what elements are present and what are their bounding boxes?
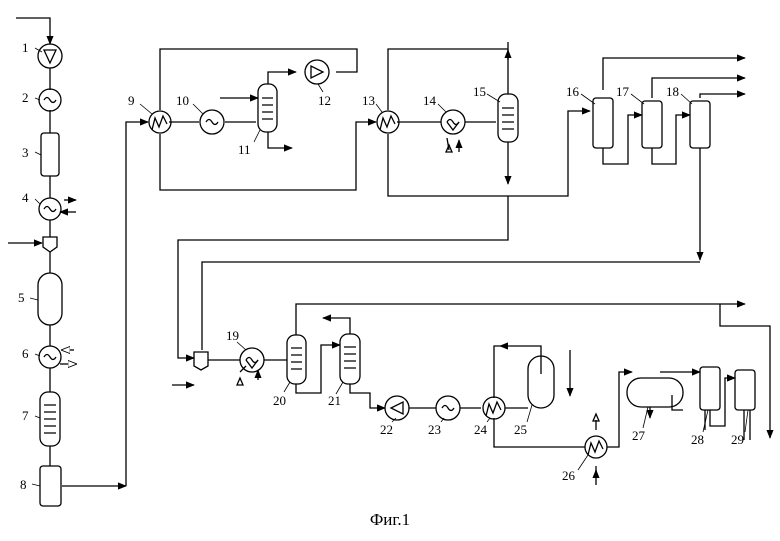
label-19: 19 bbox=[226, 328, 239, 343]
column-15 bbox=[498, 94, 518, 142]
heater-2 bbox=[39, 89, 61, 111]
vessel-5 bbox=[38, 273, 62, 325]
lower-lines bbox=[172, 304, 770, 485]
heater-10 bbox=[200, 110, 224, 134]
column-28 bbox=[700, 367, 720, 410]
mixer bbox=[43, 237, 57, 252]
label-leaders bbox=[30, 48, 748, 486]
label-10: 10 bbox=[176, 93, 189, 108]
label-4: 4 bbox=[22, 190, 29, 205]
reactor-3 bbox=[41, 133, 59, 176]
label-20: 20 bbox=[273, 393, 286, 408]
column-7 bbox=[40, 392, 60, 446]
columns-16-18-lines bbox=[178, 58, 745, 358]
label-16: 16 bbox=[566, 84, 580, 99]
heat-exchanger-4 bbox=[39, 198, 61, 220]
label-3: 3 bbox=[22, 145, 29, 160]
cooler-19 bbox=[240, 348, 264, 372]
label-1: 1 bbox=[22, 40, 29, 55]
column-17 bbox=[642, 101, 662, 148]
column-20 bbox=[287, 335, 306, 384]
heat-exchanger-6 bbox=[39, 346, 61, 368]
column-21 bbox=[340, 334, 360, 384]
heat-exchanger-9 bbox=[149, 111, 171, 133]
column-11 bbox=[258, 84, 277, 132]
pump-1 bbox=[38, 44, 62, 68]
heat-exchanger-13 bbox=[377, 111, 399, 133]
label-12: 12 bbox=[318, 93, 331, 108]
label-17: 17 bbox=[616, 84, 630, 99]
label-21: 21 bbox=[328, 393, 341, 408]
label-6: 6 bbox=[22, 346, 29, 361]
label-27: 27 bbox=[632, 428, 646, 443]
label-11: 11 bbox=[238, 142, 251, 157]
label-24: 24 bbox=[474, 422, 488, 437]
label-28: 28 bbox=[691, 432, 704, 447]
column-18 bbox=[690, 101, 710, 148]
label-15: 15 bbox=[473, 84, 486, 99]
label-18: 18 bbox=[666, 84, 679, 99]
heater-23 bbox=[436, 396, 460, 420]
label-23: 23 bbox=[428, 422, 441, 437]
pump-22 bbox=[385, 396, 409, 420]
cooler-14 bbox=[441, 110, 465, 134]
mixer-lower bbox=[194, 352, 208, 370]
column-16 bbox=[593, 98, 613, 148]
label-26: 26 bbox=[562, 468, 576, 483]
open-arrow-26 bbox=[593, 414, 599, 421]
label-7: 7 bbox=[22, 408, 29, 423]
label-14: 14 bbox=[423, 93, 437, 108]
open-arrow-19 bbox=[237, 378, 243, 385]
label-13: 13 bbox=[362, 93, 375, 108]
column-29 bbox=[735, 370, 755, 410]
label-29: 29 bbox=[731, 432, 744, 447]
label-25: 25 bbox=[514, 422, 527, 437]
pump-12 bbox=[305, 60, 329, 84]
heat-exchanger-26 bbox=[585, 436, 607, 458]
figure-caption: Фиг.1 bbox=[0, 510, 780, 530]
heat-exchanger-24 bbox=[483, 397, 505, 419]
vessel-27 bbox=[627, 378, 683, 407]
top-left-lines bbox=[126, 42, 590, 486]
label-9: 9 bbox=[128, 93, 135, 108]
equipment-labels: 1 2 3 4 5 6 7 8 9 10 11 12 13 14 15 16 1… bbox=[18, 40, 744, 492]
separator-8 bbox=[40, 466, 61, 506]
label-8: 8 bbox=[20, 477, 27, 492]
label-2: 2 bbox=[22, 90, 29, 105]
label-22: 22 bbox=[380, 422, 393, 437]
label-5: 5 bbox=[18, 290, 25, 305]
